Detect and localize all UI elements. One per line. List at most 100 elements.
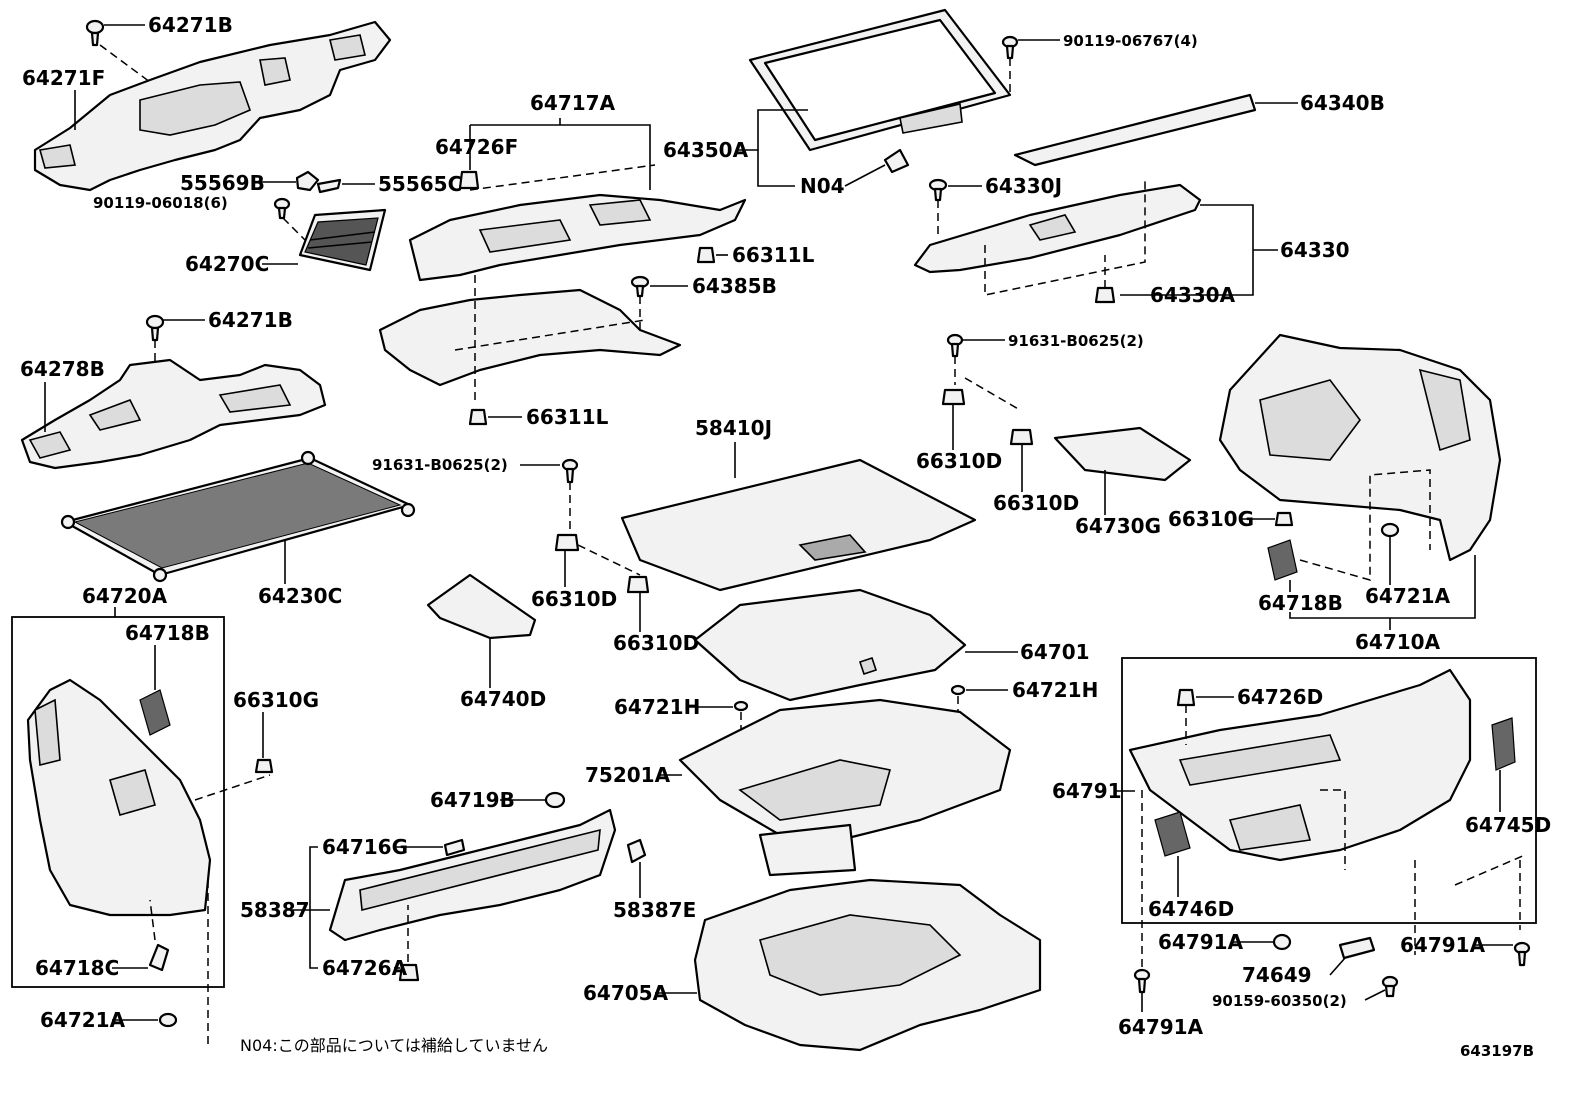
label-66311L-top: 66311L (732, 243, 815, 267)
label-64791: 64791 (1052, 779, 1122, 803)
part-66310G-left (254, 758, 274, 774)
label-66310D-r2: 66310D (993, 491, 1079, 515)
part-64717A (378, 193, 747, 387)
part-64271B-top-clip (85, 19, 105, 47)
part-64230C-net (60, 450, 416, 583)
part-N04 (883, 148, 910, 174)
label-64791A-3: 64791A (1400, 933, 1486, 957)
part-66310D-mid2 (626, 575, 650, 594)
label-64718B-right: 64718B (1258, 591, 1343, 615)
label-58410J: 58410J (695, 416, 772, 440)
label-64230C: 64230C (258, 584, 342, 608)
label-66310G-right: 66310G (1168, 507, 1254, 531)
part-64791 (1128, 668, 1472, 862)
label-64791A-2: 64791A (1118, 1015, 1204, 1039)
part-66310G-right (1274, 511, 1294, 527)
group-box-64720A (11, 616, 225, 988)
part-90119-06767 (1001, 35, 1019, 60)
part-64340B (1013, 93, 1257, 167)
part-66311L-top (696, 246, 716, 264)
label-58387E: 58387E (613, 898, 696, 922)
label-64721A-left: 64721A (40, 1008, 126, 1032)
part-64330J (928, 178, 948, 202)
part-66310D-r1 (941, 388, 966, 406)
part-66310D-r2 (1009, 428, 1034, 446)
part-64726D (1176, 688, 1196, 707)
label-64719B: 64719B (430, 788, 515, 812)
part-74649 (1338, 936, 1376, 960)
part-64791A-2 (1133, 968, 1151, 994)
label-90119-06018: 90119-06018(6) (93, 194, 228, 212)
label-64710A: 64710A (1355, 630, 1441, 654)
label-64705A: 64705A (583, 981, 669, 1005)
label-75201A: 75201A (585, 763, 671, 787)
part-64726A (398, 963, 420, 982)
part-64705A (693, 878, 1042, 1052)
label-64716G: 64716G (322, 835, 408, 859)
label-64721H-left: 64721H (614, 695, 700, 719)
label-66310D-mid1: 66310D (531, 587, 617, 611)
diagram-id: 643197B (1460, 1042, 1534, 1060)
part-64716G (443, 838, 466, 857)
label-64746D: 64746D (1148, 897, 1234, 921)
part-64710A (1218, 333, 1502, 562)
part-64791A-1 (1272, 933, 1292, 951)
label-64730G: 64730G (1075, 514, 1161, 538)
label-64740D: 64740D (460, 687, 546, 711)
part-58387 (328, 808, 617, 942)
part-58410J (620, 458, 977, 592)
part-64271B-mid-clip (145, 314, 165, 342)
label-64718C: 64718C (35, 956, 119, 980)
label-64720A: 64720A (82, 584, 168, 608)
label-64350A: 64350A (663, 138, 749, 162)
part-64719B (544, 791, 566, 809)
part-90119-06018 (273, 197, 291, 220)
label-66310D-r1: 66310D (916, 449, 1002, 473)
part-55569B (295, 170, 320, 192)
part-64718B-right (1267, 539, 1298, 581)
label-64278B: 64278B (20, 357, 105, 381)
label-64271B-top: 64271B (148, 13, 233, 37)
part-75201A (678, 698, 1012, 877)
label-66311L-bot: 66311L (526, 405, 609, 429)
part-64721A-right (1380, 522, 1400, 538)
label-64270C: 64270C (185, 252, 269, 276)
label-64726D: 64726D (1237, 685, 1323, 709)
label-90119-06767: 90119-06767(4) (1063, 32, 1198, 50)
part-64745D (1491, 717, 1516, 771)
part-64720A-trim (26, 678, 212, 917)
part-64718C (148, 943, 170, 972)
label-90159: 90159-60350(2) (1212, 992, 1347, 1010)
part-64330 (913, 183, 1202, 274)
part-64726F (458, 170, 480, 190)
label-64726A: 64726A (322, 956, 408, 980)
label-55569B: 55569B (180, 171, 265, 195)
label-64745D: 64745D (1465, 813, 1551, 837)
part-64278B (20, 358, 327, 470)
label-64721A-right: 64721A (1365, 584, 1451, 608)
part-64791A-3 (1513, 941, 1531, 967)
part-64730G (1053, 426, 1192, 482)
label-66310D-mid2: 66310D (613, 631, 699, 655)
label-64330: 64330 (1280, 238, 1350, 262)
part-64718B-left (139, 689, 171, 736)
part-64385B (630, 275, 650, 298)
part-91631-right-screw (946, 333, 964, 358)
label-64330A: 64330A (1150, 283, 1236, 307)
label-64721H-right: 64721H (1012, 678, 1098, 702)
part-91631-mid-screw (561, 458, 579, 484)
part-64270C (298, 208, 387, 272)
label-64385B: 64385B (692, 274, 777, 298)
label-64271B-mid: 64271B (208, 308, 293, 332)
label-74649: 74649 (1242, 963, 1312, 987)
part-55565C (316, 178, 342, 194)
label-64340B: 64340B (1300, 91, 1385, 115)
part-64721H-left (733, 700, 749, 712)
part-90159-60350 (1381, 975, 1399, 998)
label-64791A-1: 64791A (1158, 930, 1244, 954)
footnote-N04: N04:この部品については補給していません (240, 1036, 548, 1055)
part-64721H-right (950, 684, 966, 696)
part-64701 (693, 588, 967, 702)
label-64718B-left: 64718B (125, 621, 210, 645)
